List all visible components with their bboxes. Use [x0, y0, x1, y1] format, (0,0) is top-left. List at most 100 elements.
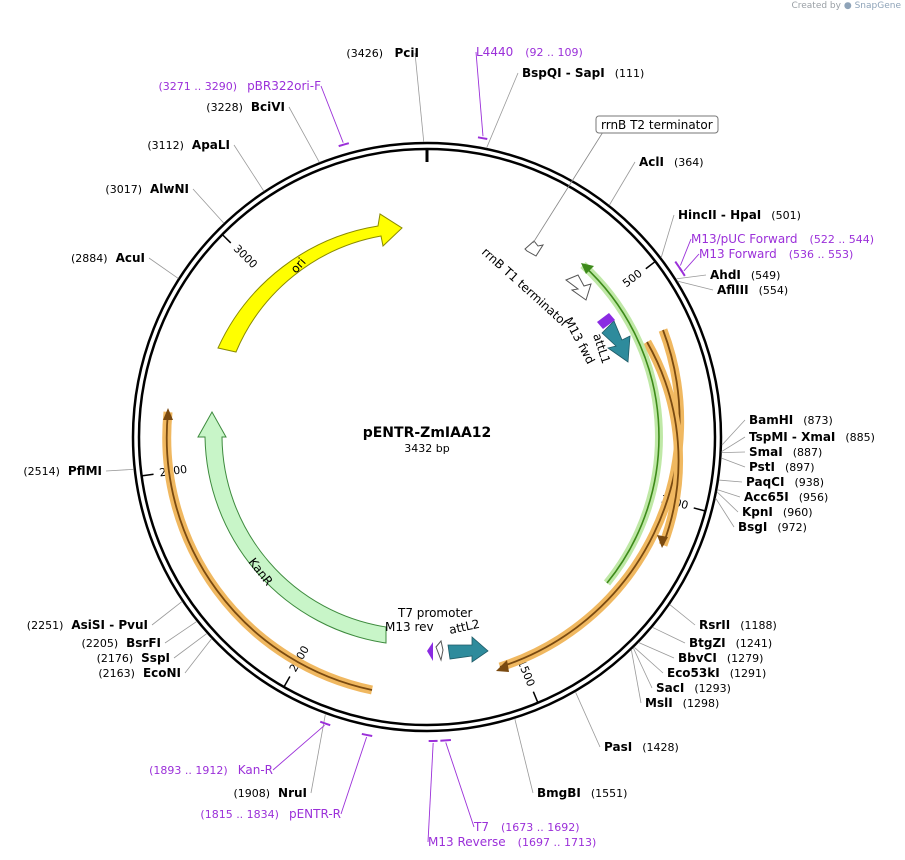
- site-name: SacI: [656, 681, 684, 695]
- site-name: BsgI: [738, 520, 767, 534]
- site-leader: [669, 604, 696, 626]
- snapgene-credit: Created by ● SnapGene: [791, 1, 901, 11]
- site-leader: [715, 497, 735, 528]
- site-leader: [721, 419, 746, 446]
- site-leader: [717, 489, 741, 498]
- site-leader: [721, 451, 746, 454]
- site-name: NruI: [278, 786, 307, 800]
- site-position: (111): [615, 67, 645, 80]
- primer-range: (536 .. 553): [789, 248, 854, 261]
- site-leader: [151, 601, 183, 626]
- site-name: AclI: [639, 155, 664, 169]
- site-name: AlwNI: [150, 182, 189, 196]
- rrnb-t1-label: rrnB T1 terminator: [479, 245, 571, 330]
- site-position: (885): [845, 431, 875, 444]
- primer-range: (522 .. 544): [810, 233, 875, 246]
- site-name: PaqCI: [746, 475, 784, 489]
- primer-range: (1697 .. 1713): [518, 836, 597, 849]
- site-position: (956): [799, 491, 829, 504]
- attl1-feature: [601, 320, 631, 363]
- attl2-feature: [447, 636, 489, 663]
- site-position: (887): [793, 446, 823, 459]
- site-leader: [675, 274, 707, 280]
- insert-arc-green-core: [582, 264, 660, 584]
- site-position: (873): [803, 414, 833, 427]
- site-name: BtgZI: [689, 636, 726, 650]
- site-position: (549): [751, 269, 781, 282]
- site-name: MslI: [645, 696, 673, 710]
- rrnb-t2-label: rrnB T2 terminator: [601, 118, 713, 132]
- primer-name: L4440: [476, 45, 513, 59]
- site-position: (972): [777, 521, 807, 534]
- features: ori KanR attL1 M13 fwd rrnB T1 terminato…: [162, 115, 719, 695]
- primer-leader: [475, 51, 484, 137]
- kanr-feature: [197, 410, 387, 644]
- site-leader: [632, 647, 653, 689]
- insert-arc-right-b-head: [657, 535, 668, 548]
- primer-name: M13/pUC Forward: [691, 232, 798, 246]
- tick-mark: [645, 260, 656, 270]
- backbone-outer-ring: [131, 141, 723, 733]
- site-position: (2205): [82, 637, 119, 650]
- primer-name: pENTR-R: [289, 807, 341, 821]
- insert-arc-right-core: [499, 329, 681, 668]
- tick-mark: [221, 233, 232, 244]
- tick-label: 3000: [231, 242, 260, 271]
- site-leader: [660, 214, 675, 258]
- site-position: (2251): [27, 619, 64, 632]
- site-name: Eco53kI: [667, 666, 720, 680]
- site-position: (3112): [147, 139, 184, 152]
- tick-mark: [141, 473, 154, 477]
- primer-leader: [320, 85, 344, 143]
- site-name: HincII - HpaI: [678, 208, 761, 222]
- rrnb-t2-feature: [524, 240, 545, 257]
- insert-arc-green: [580, 262, 663, 586]
- backbone: [131, 141, 723, 733]
- insert-arc-left-head: [163, 408, 173, 420]
- site-position: (2884): [71, 252, 108, 265]
- primer-range: (92 .. 109): [525, 46, 583, 59]
- insert-arc-green-head: [581, 263, 594, 274]
- insert-arc-right-b-core: [646, 341, 680, 546]
- site-position: (960): [783, 506, 813, 519]
- site-position: (1551): [591, 787, 628, 800]
- rrnb-t2-labelbox: [595, 115, 719, 134]
- site-position: (1908): [233, 787, 270, 800]
- site-name: KpnI: [742, 505, 773, 519]
- site-name: BamHI: [749, 413, 793, 427]
- primer-mark: [361, 732, 373, 738]
- site-position: (2163): [98, 667, 135, 680]
- site-position: (1279): [727, 652, 764, 665]
- site-leader: [638, 642, 675, 659]
- site-name: BbvCI: [678, 651, 717, 665]
- site-position: (897): [785, 461, 815, 474]
- site-name: ApaLI: [192, 138, 230, 152]
- site-leader: [721, 457, 746, 468]
- rrnb-t1-feature: [565, 274, 592, 301]
- site-position: (501): [771, 209, 801, 222]
- site-position: (1188): [740, 619, 777, 632]
- credit-prefix: Created by: [791, 1, 841, 11]
- site-name: AcuI: [116, 251, 145, 265]
- snapgene-logo-icon: ●: [843, 1, 852, 11]
- primer-range: (3271 .. 3290): [159, 80, 238, 93]
- site-leader: [184, 638, 212, 674]
- primer-name: M13 Forward: [699, 247, 777, 261]
- site-position: (1293): [694, 682, 731, 695]
- site-name: PciI: [395, 46, 420, 60]
- t7-promoter-label: T7 promoter: [397, 606, 473, 620]
- site-leader: [633, 646, 664, 674]
- primer-name: pBR322ori-F: [247, 79, 321, 93]
- site-leader: [310, 713, 326, 794]
- site-name: PflMI: [68, 464, 102, 478]
- site-leader: [173, 633, 208, 659]
- site-position: (3228): [206, 101, 243, 114]
- site-name: BciVI: [251, 100, 285, 114]
- m13rev-label: M13 rev: [385, 620, 434, 634]
- site-position: (938): [794, 476, 824, 489]
- m13rev-feature: [427, 642, 433, 661]
- site-name: RsrII: [699, 618, 730, 632]
- site-position: (364): [674, 156, 704, 169]
- primer-leader: [679, 238, 692, 266]
- site-name: SmaI: [749, 445, 783, 459]
